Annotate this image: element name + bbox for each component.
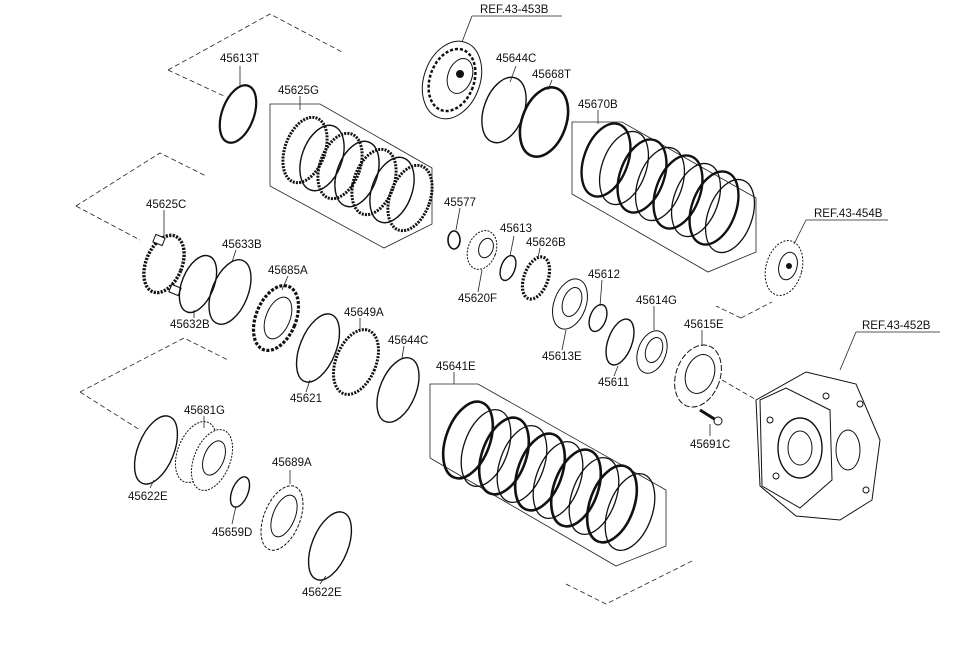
ring-45668T (518, 86, 570, 158)
plate-45689A (260, 485, 304, 551)
ring-45633B (208, 259, 252, 325)
ring-45625C (142, 233, 186, 297)
part-label-45614G: 45614G (636, 295, 677, 307)
part-label-45691C: 45691C (690, 439, 730, 451)
clutch-pack-45641E (441, 400, 656, 551)
part-label-45625G: 45625G (278, 85, 319, 97)
gear-ref-454B (764, 240, 804, 296)
part-label-45613: 45613 (500, 223, 532, 235)
part-label-45613T: 45613T (220, 53, 259, 65)
leader-lines (149, 15, 940, 585)
reaction-plate-45615E (674, 344, 722, 408)
part-label-45622E-bottom: 45622E (302, 587, 342, 599)
spring-retainer-45614G (636, 330, 668, 374)
sun-gear-45620F (466, 230, 498, 270)
snap-ring-45613T (218, 84, 258, 144)
group-box-45641E (429, 383, 667, 567)
boxed-groups (269, 103, 757, 567)
retainer-45685A (251, 283, 301, 353)
plate-45649A (332, 328, 380, 396)
snap-ring-45622E-left (133, 415, 179, 485)
part-label-45626B: 45626B (526, 237, 566, 249)
ring-45644C-mid (376, 357, 420, 423)
ref-label-452B: REF.43-452B (862, 320, 931, 332)
part-label-45622E-left: 45622E (128, 491, 168, 503)
part-label-45577: 45577 (444, 197, 476, 209)
snap-ring-45613 (499, 254, 517, 282)
part-label-45611: 45611 (598, 377, 629, 389)
reference-labels: REF.43-453B REF.43-454B REF.43-452B (480, 4, 931, 332)
part-label-45632B: 45632B (170, 319, 210, 331)
ref-label-453B: REF.43-453B (480, 4, 549, 16)
dashed-boundaries (75, 13, 773, 605)
snap-ring-45659D (229, 476, 251, 508)
part-label-45681G: 45681G (184, 405, 225, 417)
part-label-45689A: 45689A (272, 457, 312, 469)
part-label-45685A: 45685A (268, 265, 308, 277)
clutch-drum-45681G (174, 421, 234, 491)
group-box-45625G (269, 103, 433, 249)
part-label-45621: 45621 (290, 393, 322, 405)
part-labels: 45613T 45625G 45644C 45668T 45670B 45625… (128, 53, 730, 599)
part-label-45670B: 45670B (578, 99, 618, 111)
ring-45626B (520, 255, 552, 301)
piston-45613E (552, 278, 588, 330)
snap-ring-45622E-bottom (307, 511, 353, 581)
clutch-pack-45670B (580, 122, 756, 254)
ring-45611 (605, 318, 635, 366)
part-label-45644C-mid: 45644C (388, 335, 428, 347)
part-label-45644C-top: 45644C (496, 53, 536, 65)
part-label-45613E: 45613E (542, 351, 582, 363)
ref-label-454B: REF.43-454B (814, 208, 883, 220)
part-label-45649A: 45649A (344, 307, 384, 319)
bolt-45691C (699, 408, 723, 426)
part-label-45625C: 45625C (146, 199, 186, 211)
ring-45632B (178, 254, 218, 314)
parts-drawings (133, 40, 881, 581)
part-label-45615E: 45615E (684, 319, 724, 331)
part-label-45633B: 45633B (222, 239, 262, 251)
ring-45612 (588, 303, 608, 333)
group-box-45670B (571, 121, 757, 273)
part-label-45641E: 45641E (436, 361, 476, 373)
ring-45621 (295, 313, 341, 383)
part-label-45612: 45612 (588, 269, 620, 281)
washer-45577 (447, 230, 461, 250)
transmission-case-ref-452B (755, 371, 881, 521)
part-label-45620F: 45620F (458, 293, 497, 305)
part-label-45659D: 45659D (212, 527, 252, 539)
part-label-45668T: 45668T (532, 69, 571, 81)
pump-assembly-ref-453B (421, 40, 483, 120)
clutch-pack-45625G (281, 115, 434, 233)
